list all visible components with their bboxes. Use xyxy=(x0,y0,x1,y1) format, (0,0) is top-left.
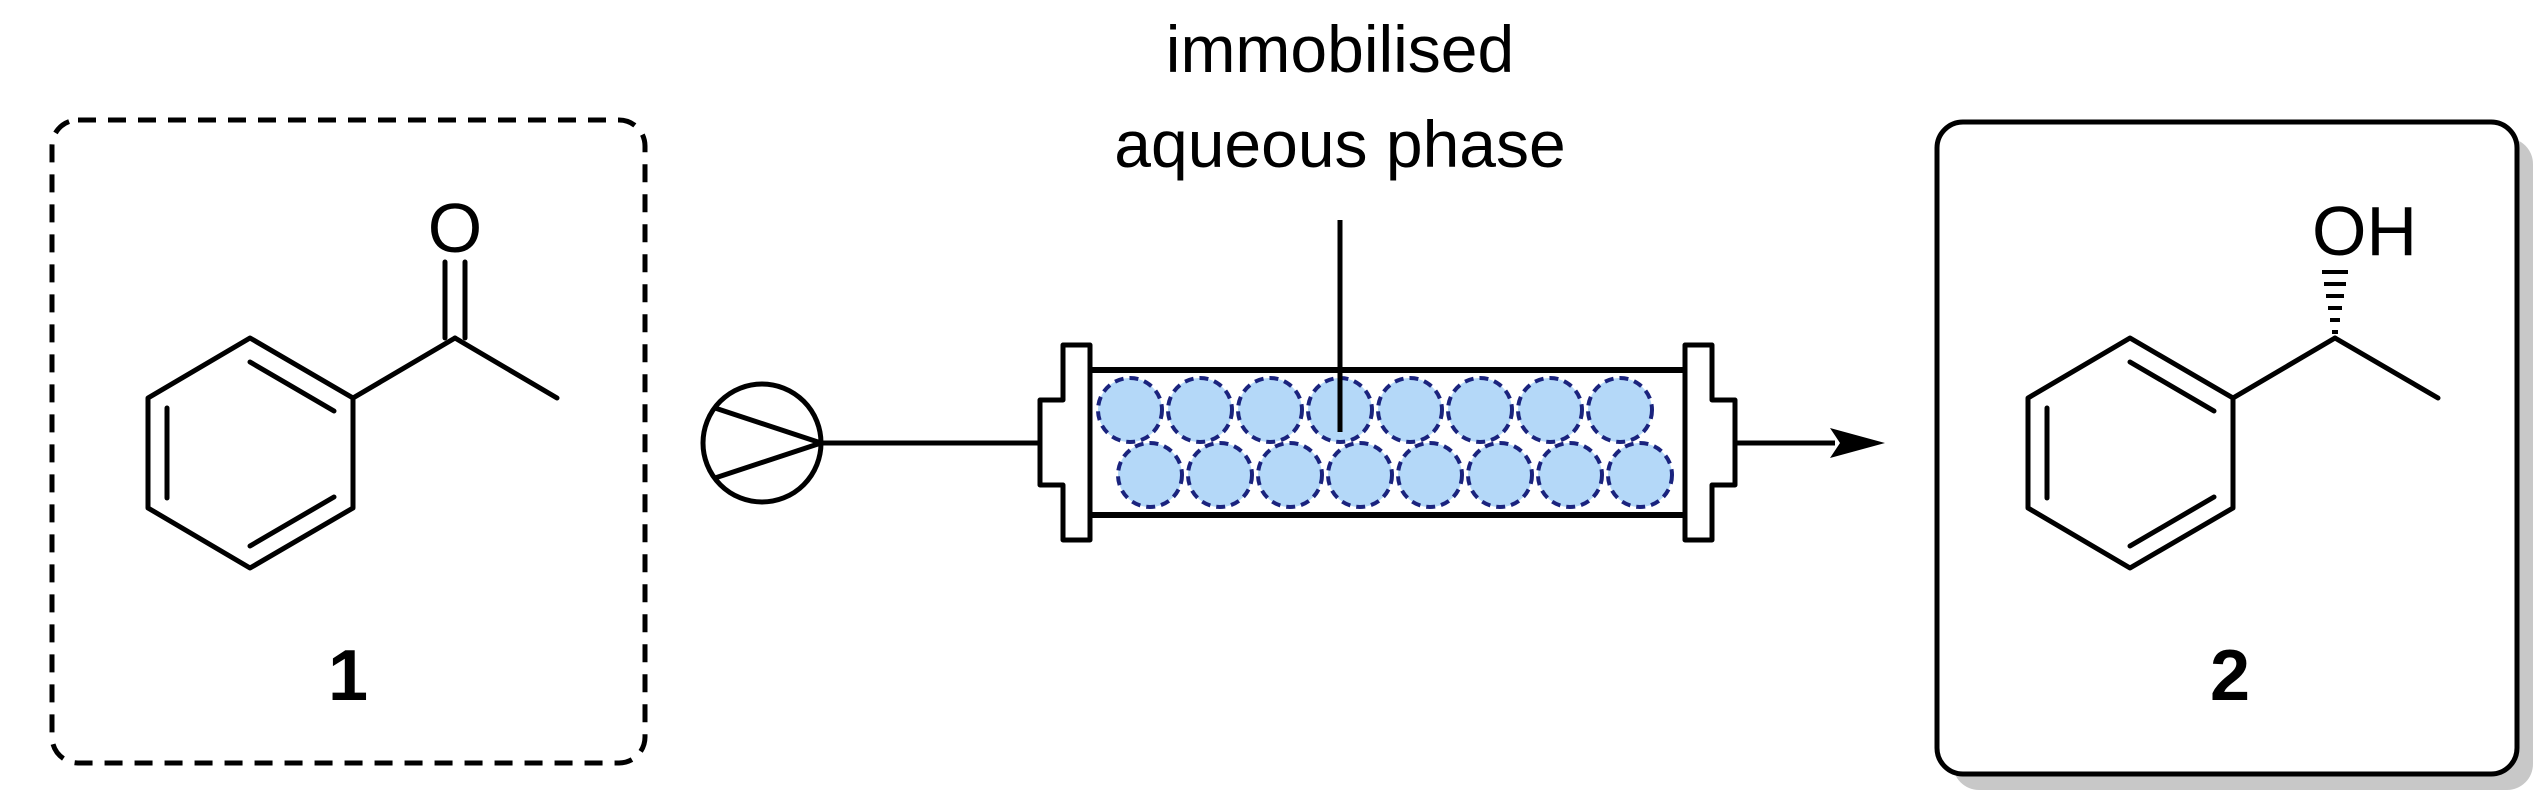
product-panel: OH 2 xyxy=(1934,119,2533,790)
hashed-wedge-bond xyxy=(2322,270,2348,334)
outlet-arrow xyxy=(1735,428,1885,458)
bead xyxy=(1396,441,1464,509)
product-hydroxyl-label: OH xyxy=(2312,192,2417,270)
bead xyxy=(1256,441,1324,509)
bead xyxy=(1186,441,1254,509)
pump-icon xyxy=(700,381,824,505)
bead xyxy=(1166,376,1234,444)
bead xyxy=(1446,376,1514,444)
reactor-left-end-fitting xyxy=(1037,342,1093,543)
immobilised-beads xyxy=(1096,376,1674,509)
reactor-right-end-fitting xyxy=(1682,342,1738,543)
bead xyxy=(1516,376,1584,444)
bead xyxy=(1606,441,1674,509)
bead xyxy=(1326,441,1394,509)
reactant-number: 1 xyxy=(328,636,368,716)
bead xyxy=(1116,441,1184,509)
bead xyxy=(1236,376,1304,444)
product-box xyxy=(1934,119,2520,777)
acetophenone-structure xyxy=(145,259,560,571)
bead xyxy=(1466,441,1534,509)
reactor-label-line1: immobilised xyxy=(1166,12,1514,86)
bead xyxy=(1376,376,1444,444)
product-number: 2 xyxy=(2210,636,2250,716)
bead xyxy=(1096,376,1164,444)
phenylethanol-structure xyxy=(2025,335,2441,571)
reactant-dashed-box xyxy=(49,117,648,766)
reactant-oxygen-atom: O xyxy=(428,189,482,267)
bead xyxy=(1586,376,1654,444)
reactant-panel: O 1 xyxy=(49,117,648,766)
reactor-label-line2: aqueous phase xyxy=(1114,107,1565,181)
bead xyxy=(1536,441,1604,509)
packed-bed-reactor: immobilised aqueous phase xyxy=(1037,12,1738,543)
